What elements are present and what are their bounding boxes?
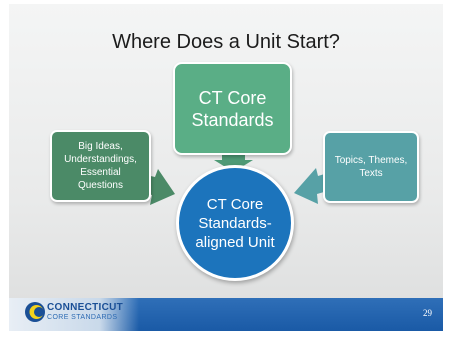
aligned-unit-circle: CT Core Standards- aligned Unit (176, 165, 294, 281)
footer-bar: CONNECTICUT CORE STANDARDS 29 (9, 298, 443, 331)
slide-title: Where Does a Unit Start? (112, 31, 340, 53)
ct-core-standards-label: CT Core Standards (191, 87, 274, 130)
page-number: 29 (423, 308, 432, 318)
logo-text-connecticut: CONNECTICUT (47, 302, 124, 313)
logo-text-core-standards: CORE STANDARDS (47, 314, 118, 321)
arrow-right-to-center (294, 168, 331, 204)
arrow-down (214, 153, 253, 172)
topics-box: Topics, Themes, Texts (323, 131, 419, 203)
connecticut-logo-icon (25, 302, 45, 322)
topics-label: Topics, Themes, Texts (334, 155, 408, 179)
aligned-unit-label: CT Core Standards- aligned Unit (195, 195, 275, 251)
slide: Where Does a Unit Start? CT Core Standar… (9, 4, 443, 331)
big-ideas-label: Big Ideas, Understandings, Essential Que… (64, 141, 137, 191)
big-ideas-box: Big Ideas, Understandings, Essential Que… (50, 130, 151, 202)
ct-core-standards-box: CT Core Standards (173, 62, 292, 155)
